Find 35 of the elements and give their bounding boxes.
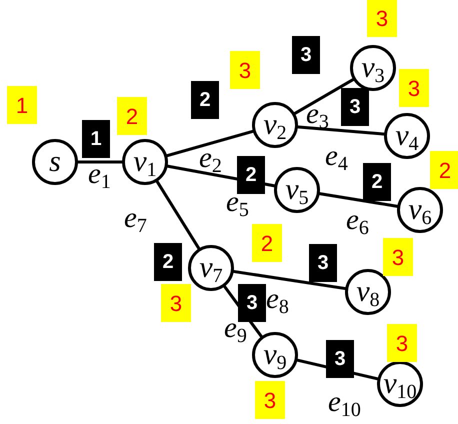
weight-tag: 3: [255, 381, 285, 419]
edge-label: e$_{8}$: [266, 285, 289, 314]
cost-tag: 2: [237, 156, 265, 194]
weight-tag: 3: [387, 324, 417, 362]
edge-line: [296, 125, 386, 136]
cost-tag: 3: [326, 340, 354, 378]
weight-tag: 3: [161, 284, 191, 322]
weight-tag: 2: [117, 97, 147, 135]
weight-tag: 2: [430, 151, 458, 189]
cost-tag: 3: [341, 88, 369, 126]
weight-tag: 3: [399, 69, 429, 107]
edge-label: e$_{7}$: [124, 204, 147, 233]
weight-tag: 3: [230, 51, 260, 89]
cost-tag: 3: [309, 244, 337, 282]
edge-label: e$_{6}$: [346, 206, 369, 235]
edge-label: e$_{1}$: [88, 160, 111, 189]
cost-tag: 2: [191, 81, 219, 119]
edge-label: e$_{3}$: [306, 100, 329, 129]
cost-tag: 1: [82, 120, 110, 158]
edge-line: [318, 192, 399, 208]
edge-label: e$_{4}$: [325, 142, 348, 171]
cost-tag: 2: [154, 243, 182, 281]
cost-tag: 3: [238, 284, 266, 322]
edge-line: [155, 180, 201, 250]
edge-line: [293, 78, 355, 116]
weight-tag: 3: [367, 0, 397, 37]
weight-tag: 2: [252, 224, 282, 262]
edge-line: [77, 160, 123, 164]
edge-label: e$_{10}$: [328, 388, 361, 417]
cost-tag: 2: [363, 163, 391, 201]
edge-line: [232, 270, 346, 290]
edge-label: e$_{2}$: [199, 144, 222, 173]
weight-tag: 3: [383, 238, 413, 276]
cost-tag: 3: [292, 36, 320, 74]
weight-tag: 1: [7, 86, 37, 124]
